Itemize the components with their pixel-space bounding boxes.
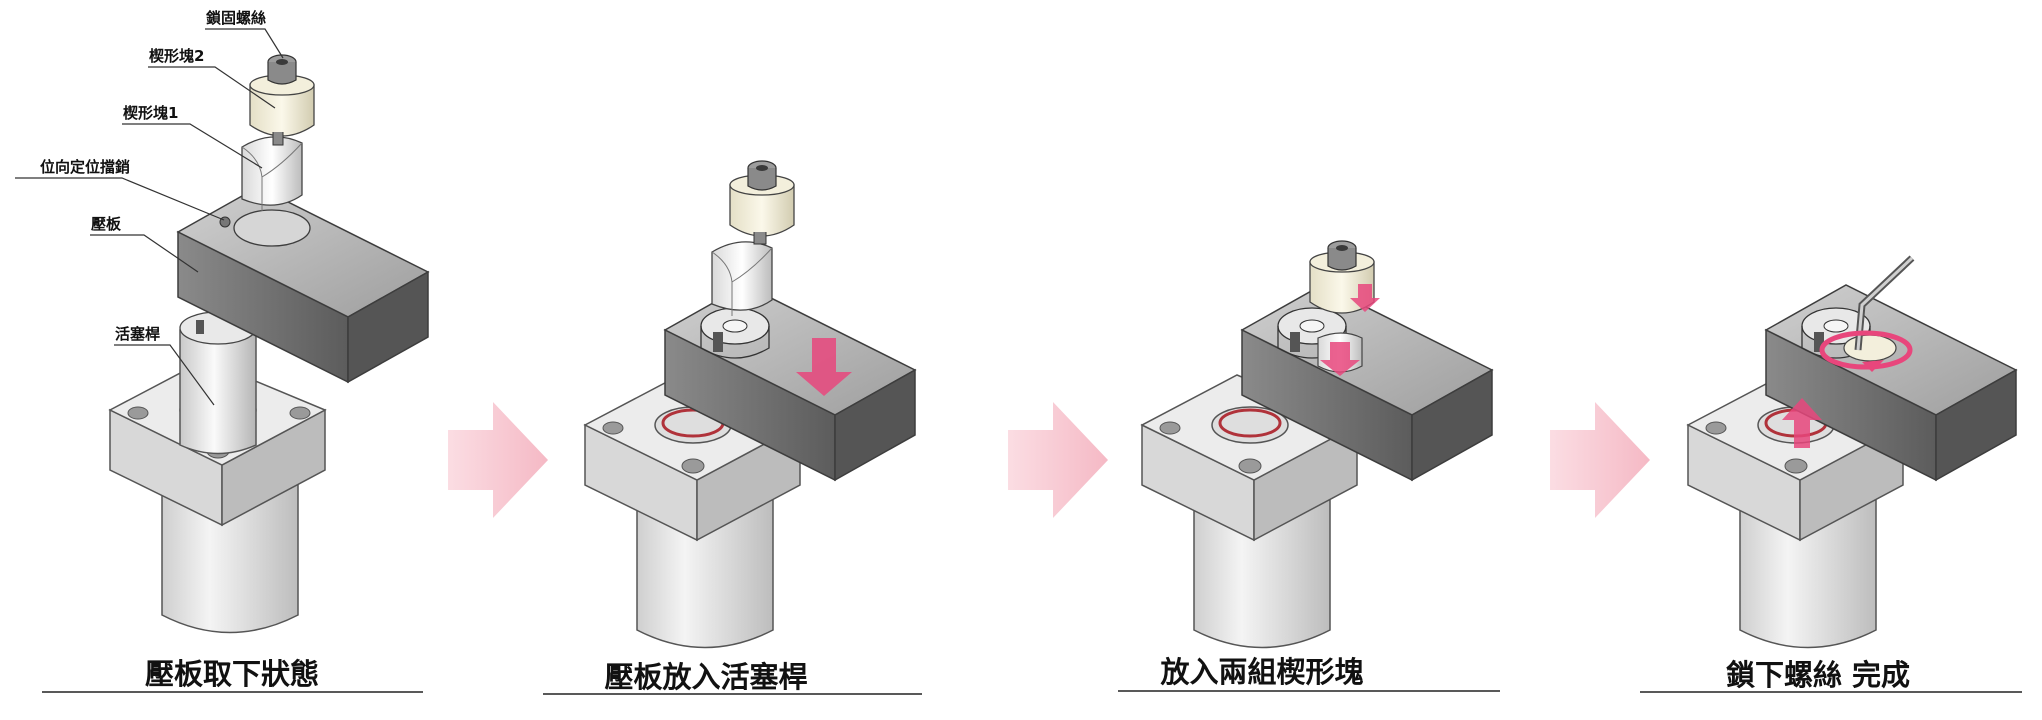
step-1-illustration [108, 54, 429, 634]
down-motion-arrow-icon [796, 338, 852, 396]
step-4-illustration [1686, 255, 2017, 649]
callout-wedge-1: 楔形塊1 [123, 104, 178, 122]
step-caption-2: 壓板放入活塞桿 [604, 660, 807, 694]
callout-lock-screw: 鎖固螺絲 [206, 9, 266, 27]
step-caption-3: 放入兩組楔形塊 [1159, 655, 1363, 689]
callout-locating-pin: 位向定位擋銷 [40, 158, 130, 176]
callout-piston-rod: 活塞桿 [115, 325, 160, 343]
callout-clamp-plate: 壓板 [91, 215, 122, 233]
step-arrow-3 [1550, 402, 1650, 518]
step-caption-4: 鎖下螺絲 完成 [1726, 658, 1910, 692]
callout-wedge-2: 楔形塊2 [149, 47, 204, 65]
up-motion-arrow-icon [1782, 398, 1822, 448]
step-arrow-2 [1008, 402, 1108, 518]
callout-leaders [15, 28, 284, 406]
rotate-arrow-icon [1819, 330, 1913, 370]
wedge-insert-arrow-icon [1320, 342, 1360, 376]
step-3-illustration [1140, 240, 1493, 649]
step-2-illustration [583, 160, 916, 649]
wedge-2-insert-arrow-icon [1350, 284, 1380, 312]
step-arrow-1 [448, 402, 548, 518]
step-caption-1: 壓板取下狀態 [145, 657, 319, 691]
